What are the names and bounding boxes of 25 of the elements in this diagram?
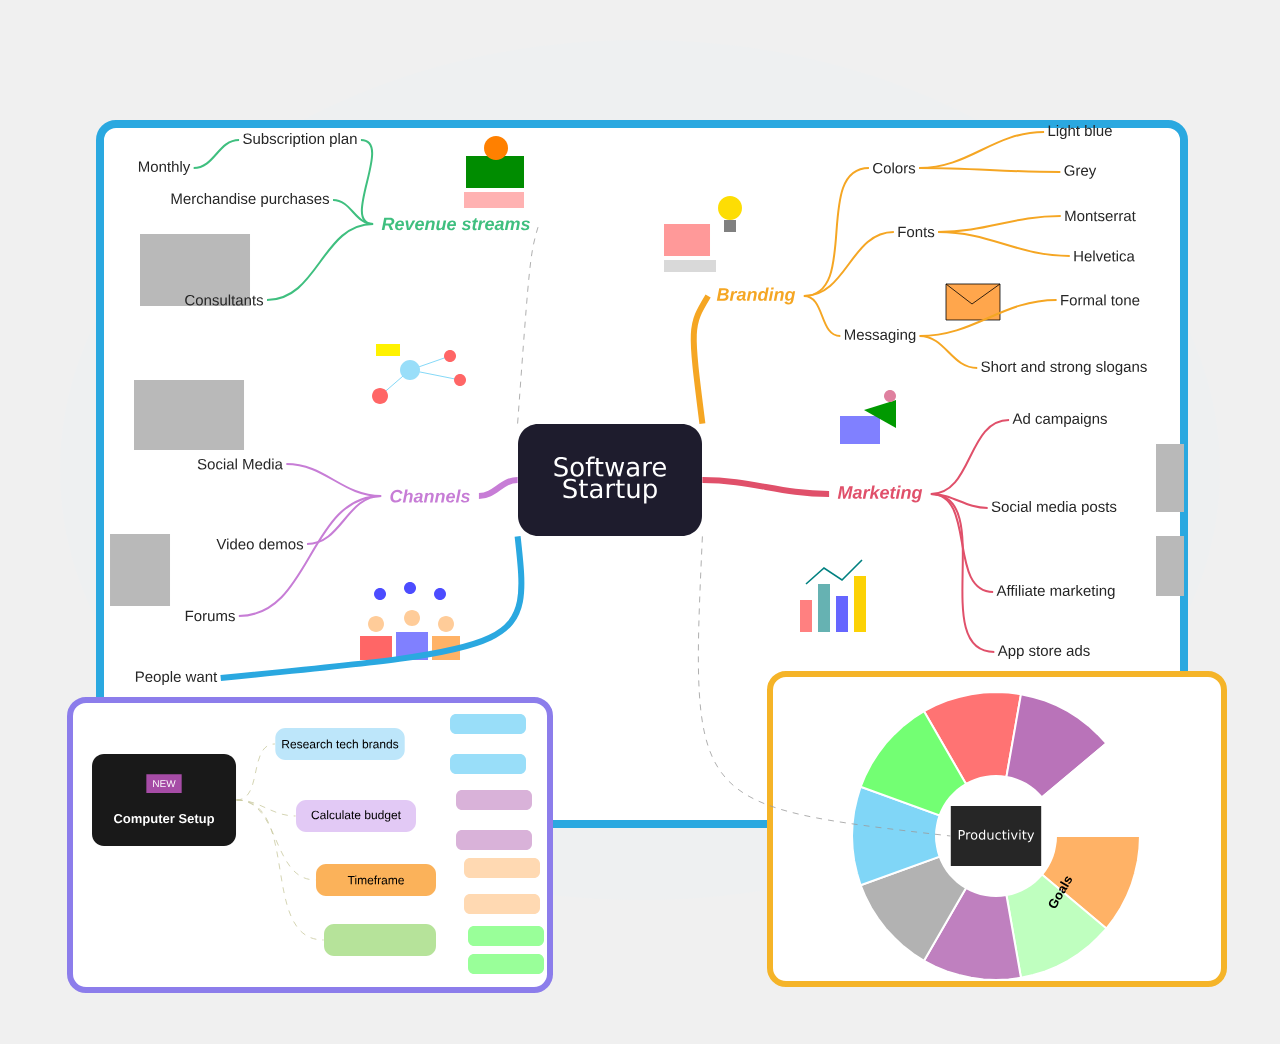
branch-line [918, 167, 1062, 173]
branch-label: Revenue streams [381, 217, 530, 231]
empty-pill [324, 924, 436, 956]
branch-line [236, 799, 296, 817]
branch-line [918, 335, 979, 369]
branch-line [478, 477, 518, 499]
central-topic-box: Software Startup [518, 424, 702, 536]
branch-line [698, 536, 951, 837]
branch-line [802, 231, 895, 297]
branch-line [690, 294, 711, 424]
branch-line [332, 199, 375, 225]
branch-label: Marketing [837, 485, 923, 503]
branch-line [929, 493, 996, 653]
branch-line [937, 231, 1071, 257]
branch-line [236, 743, 276, 801]
branch-line [929, 419, 1011, 495]
branch-line [702, 477, 830, 497]
branch-line [517, 223, 540, 424]
branch-line [237, 495, 383, 617]
branch-label: Branding [716, 287, 796, 305]
branch-label: Channels [390, 489, 470, 503]
branch-line [266, 223, 375, 301]
branch-line [802, 295, 842, 337]
branch-line [192, 139, 241, 169]
branch-line [236, 799, 324, 941]
